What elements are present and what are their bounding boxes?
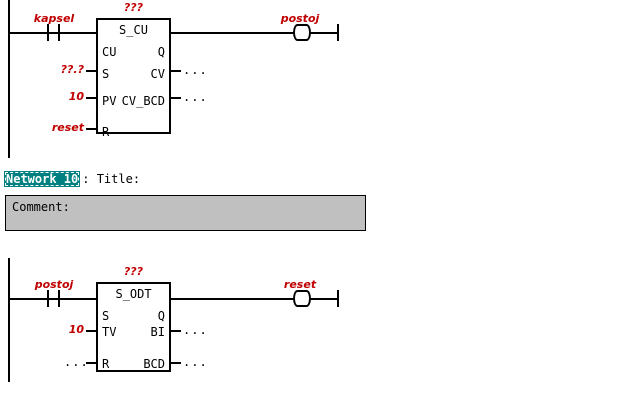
network-title-text[interactable]: : Title: xyxy=(82,172,141,186)
rung-wire-top-right xyxy=(171,32,295,34)
output-operand-bcd[interactable]: ... xyxy=(183,355,208,369)
rung-wire-bottom-left xyxy=(8,298,96,300)
coil-label-reset: reset xyxy=(283,278,317,291)
coil-label-postoj: postoj xyxy=(280,12,320,25)
rung-wire-bottom-right xyxy=(171,298,295,300)
function-block-s-odt[interactable]: S_ODT S TV R Q BI BCD xyxy=(96,282,171,372)
pin-s-bottom: S xyxy=(102,309,110,323)
pin-q: Q xyxy=(157,45,165,59)
pin-bcd: BCD xyxy=(143,357,165,371)
pin-r-bottom: R xyxy=(102,357,110,371)
input-operand-tv[interactable]: 10 xyxy=(68,323,84,336)
block-unknown-marker-bottom[interactable]: ??? xyxy=(123,265,144,278)
pin-cv: CV xyxy=(150,67,165,81)
input-stub-pv-top xyxy=(86,97,96,99)
pin-tv: TV xyxy=(102,325,117,339)
pin-pv: PV xyxy=(102,94,117,108)
output-operand-bi[interactable]: ... xyxy=(183,323,208,337)
output-operand-cv-bcd-top[interactable]: ... xyxy=(183,90,208,104)
input-operand-s-top[interactable]: ??.? xyxy=(60,63,84,76)
function-block-s-cu[interactable]: S_CU CU S PV R Q CV CV_BCD xyxy=(96,18,171,138)
function-block-type-label-bottom: S_ODT xyxy=(115,287,152,301)
output-stub-bcd xyxy=(171,362,181,364)
pin-r: R xyxy=(102,125,110,139)
output-stub-cv-top xyxy=(171,70,181,72)
output-operand-cv-top[interactable]: ... xyxy=(183,63,208,77)
input-operand-r-bottom[interactable]: ... xyxy=(64,355,89,369)
input-operand-pv-top[interactable]: 10 xyxy=(68,90,84,103)
pin-cu: CU xyxy=(102,45,117,59)
rung-wire-bottom-end xyxy=(310,298,338,300)
network-comment-text: Comment: xyxy=(12,200,70,214)
output-coil-postoj[interactable] xyxy=(293,24,311,41)
pin-cv-bcd: CV_BCD xyxy=(121,94,165,108)
pin-q-bottom: Q xyxy=(157,309,165,323)
rung-terminator-top xyxy=(337,24,339,41)
network-label-tag[interactable]: Network 10 xyxy=(4,171,81,187)
input-stub-r-bottom xyxy=(86,362,96,364)
power-rail-left-top xyxy=(8,0,10,158)
contact-label-postoj: postoj xyxy=(34,278,74,291)
input-stub-s-top xyxy=(86,70,96,72)
output-stub-bi xyxy=(171,330,181,332)
contact-normally-open-postoj[interactable] xyxy=(47,290,60,307)
contact-normally-open-kapsel[interactable] xyxy=(47,24,60,41)
pin-s: S xyxy=(102,67,110,81)
contact-label-kapsel: kapsel xyxy=(33,12,75,25)
output-coil-reset[interactable] xyxy=(293,290,311,307)
input-stub-tv xyxy=(86,330,96,332)
function-block-type-label: S_CU xyxy=(119,23,148,37)
rung-wire-top-left xyxy=(8,32,96,34)
rung-wire-top-end xyxy=(310,32,338,34)
input-stub-r-top xyxy=(86,128,96,130)
network-comment-box[interactable]: Comment: xyxy=(5,195,366,231)
output-stub-cv-bcd-top xyxy=(171,97,181,99)
block-unknown-marker-top[interactable]: ??? xyxy=(123,1,144,14)
input-operand-r-top[interactable]: reset xyxy=(51,121,84,134)
power-rail-left-bottom xyxy=(8,258,10,382)
pin-bi: BI xyxy=(150,325,165,339)
network-header-10[interactable]: Network 10: Title: xyxy=(4,171,141,187)
rung-terminator-bottom xyxy=(337,290,339,307)
